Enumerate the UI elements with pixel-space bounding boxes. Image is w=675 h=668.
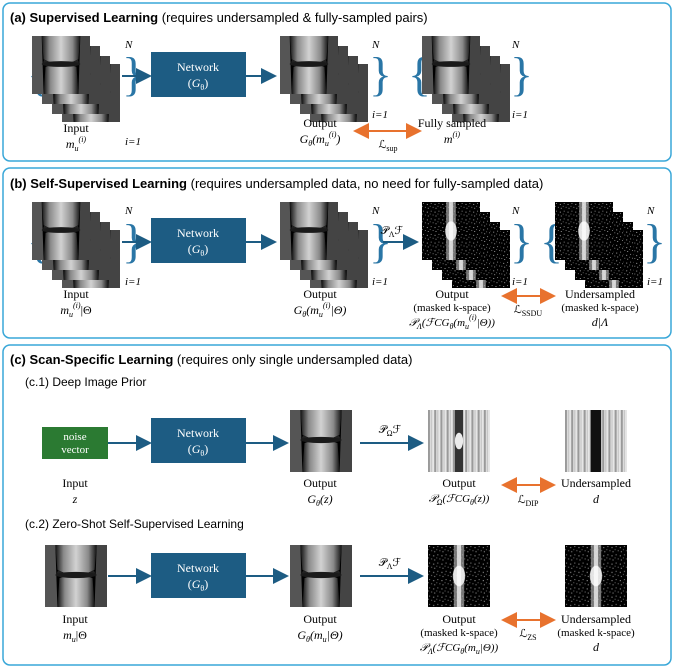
a-input-math: mu(i) (66, 135, 87, 153)
c2-input-label: Input (62, 612, 88, 626)
c2-output-image (290, 545, 352, 607)
a-network-box (151, 52, 246, 97)
a-network-sub: (Gθ) (188, 76, 209, 92)
c1-undersampled-image (565, 410, 627, 472)
b-kspace-output-stack: } N i=1 (422, 202, 533, 288)
b-loss-label: ℒSSDU (514, 304, 543, 318)
c2-kspace-output-image (428, 545, 490, 607)
c1-kspace-math: 𝒫Ω(ℱCGθ(z)) (429, 493, 490, 507)
b-output-math: Gθ(mu(i)|Θ) (294, 301, 347, 319)
c2-loss-label: ℒZS (519, 628, 536, 642)
svg-text:i=1: i=1 (647, 276, 663, 288)
c2-output-math: Gθ(mu|Θ) (297, 628, 342, 644)
svg-text:N: N (124, 205, 133, 217)
svg-text:}: } (510, 48, 533, 101)
a-network-label: Network (177, 60, 219, 74)
svg-text:}: } (510, 215, 533, 268)
c2-output-label: Output (303, 612, 337, 626)
svg-text:N: N (646, 205, 655, 217)
svg-text:}: } (369, 215, 392, 268)
panel-b-title: (b) Self-Supervised Learning (requires u… (10, 176, 543, 191)
svg-text:}: } (369, 48, 392, 101)
b-input-label: Input (63, 287, 89, 301)
b-undersampled-label: Undersampled (565, 287, 635, 301)
c2-operator-label: 𝒫Λℱ (379, 557, 402, 571)
c1-operator-label: 𝒫Ωℱ (379, 424, 402, 438)
a-output-stack: } N i=1 (280, 36, 392, 122)
b-kspace-output-label: Output (435, 287, 469, 301)
a-input-stack: { } N i=1 (27, 36, 145, 148)
c2-undersampled-masked-label: (masked k-space) (557, 627, 635, 639)
svg-text:i=1: i=1 (512, 109, 528, 121)
svg-text:N: N (511, 205, 520, 217)
a-input-i1: i=1 (125, 136, 141, 148)
a-target-math: m(i) (444, 130, 461, 146)
a-input-N: N (124, 39, 133, 51)
c2-network-box (151, 553, 246, 598)
c1-kspace-output-label: Output (442, 476, 476, 490)
a-target-label: Fully sampled (418, 116, 486, 130)
panel-a-border (2, 2, 672, 162)
c1-noise-box (42, 427, 108, 459)
b-undersampled-stack: { } N i=1 (540, 202, 666, 288)
b-operator-label: 𝒫Λℱ (381, 225, 404, 239)
c1-network-box (151, 418, 246, 463)
svg-text:(Gθ): (Gθ) (188, 442, 209, 458)
c2-kspace-math: 𝒫Λ(ℱCGθ(mu|Θ)) (420, 642, 499, 656)
svg-text:Network: Network (177, 561, 219, 575)
c1-kspace-output-image (428, 410, 490, 472)
panel-a-title: (a) Supervised Learning (requires unders… (10, 10, 428, 25)
b-output-label: Output (303, 287, 337, 301)
c1-target-math: d (593, 492, 600, 506)
b-output-stack: } N i=1 (280, 202, 392, 288)
c2-input-math: mu|Θ (63, 628, 87, 644)
c1-output-label: Output (303, 476, 337, 490)
b-kspace-math: 𝒫Λ(ℱCGθ(mu(i)|Θ)) (409, 313, 495, 331)
svg-text:i=1: i=1 (125, 276, 141, 288)
svg-text:i=1: i=1 (372, 276, 388, 288)
b-target-math: d|Λ (592, 315, 609, 329)
b-kspace-masked-label: (masked k-space) (413, 302, 491, 314)
a-loss-label: ℒsup (378, 139, 397, 153)
c2-input-image (44, 545, 108, 607)
panel-c-border (2, 344, 672, 666)
c1-output-image (290, 410, 352, 472)
b-undersampled-masked-label: (masked k-space) (561, 302, 639, 314)
svg-text:}: } (122, 48, 145, 101)
svg-text:}: } (643, 215, 666, 268)
svg-text:N: N (371, 205, 380, 217)
c1-noise-label: noise (63, 431, 86, 443)
panel-b-border (2, 167, 672, 339)
c2-undersampled-label: Undersampled (561, 612, 631, 626)
a-target-stack: { } N i=1 (408, 36, 533, 122)
panel-c1-title: (c.1) Deep Image Prior (25, 375, 146, 389)
c1-undersampled-label: Undersampled (561, 476, 631, 490)
c1-output-math: Gθ(z) (307, 492, 332, 508)
svg-text:Network: Network (177, 226, 219, 240)
svg-text:(Gθ): (Gθ) (188, 242, 209, 258)
svg-text:Network: Network (177, 426, 219, 440)
a-input-label: Input (63, 121, 89, 135)
c2-kspace-output-label: Output (442, 612, 476, 626)
c1-input-math: z (72, 492, 78, 506)
c1-input-label: Input (62, 476, 88, 490)
svg-text:N: N (511, 39, 520, 51)
c1-loss-label: ℒDIP (518, 494, 539, 508)
a-output-math: Gθ(mu(i)) (300, 130, 341, 148)
b-input-math: mu(i)|Θ (60, 301, 92, 319)
svg-text:N: N (371, 39, 380, 51)
b-input-stack: { } N i=1 (27, 202, 145, 288)
svg-text:i=1: i=1 (372, 109, 388, 121)
svg-text:(Gθ): (Gθ) (188, 577, 209, 593)
c2-undersampled-image (565, 545, 627, 607)
svg-text:i=1: i=1 (512, 276, 528, 288)
b-network-box (151, 218, 246, 263)
a-output-label: Output (303, 116, 337, 130)
panel-c2-title: (c.2) Zero-Shot Self-Supervised Learning (25, 517, 244, 531)
c2-kspace-masked-label: (masked k-space) (420, 627, 498, 639)
c2-target-math: d (593, 640, 600, 654)
panel-c-title: (c) Scan-Specific Learning (requires onl… (10, 352, 412, 367)
svg-text:vector: vector (61, 444, 89, 456)
